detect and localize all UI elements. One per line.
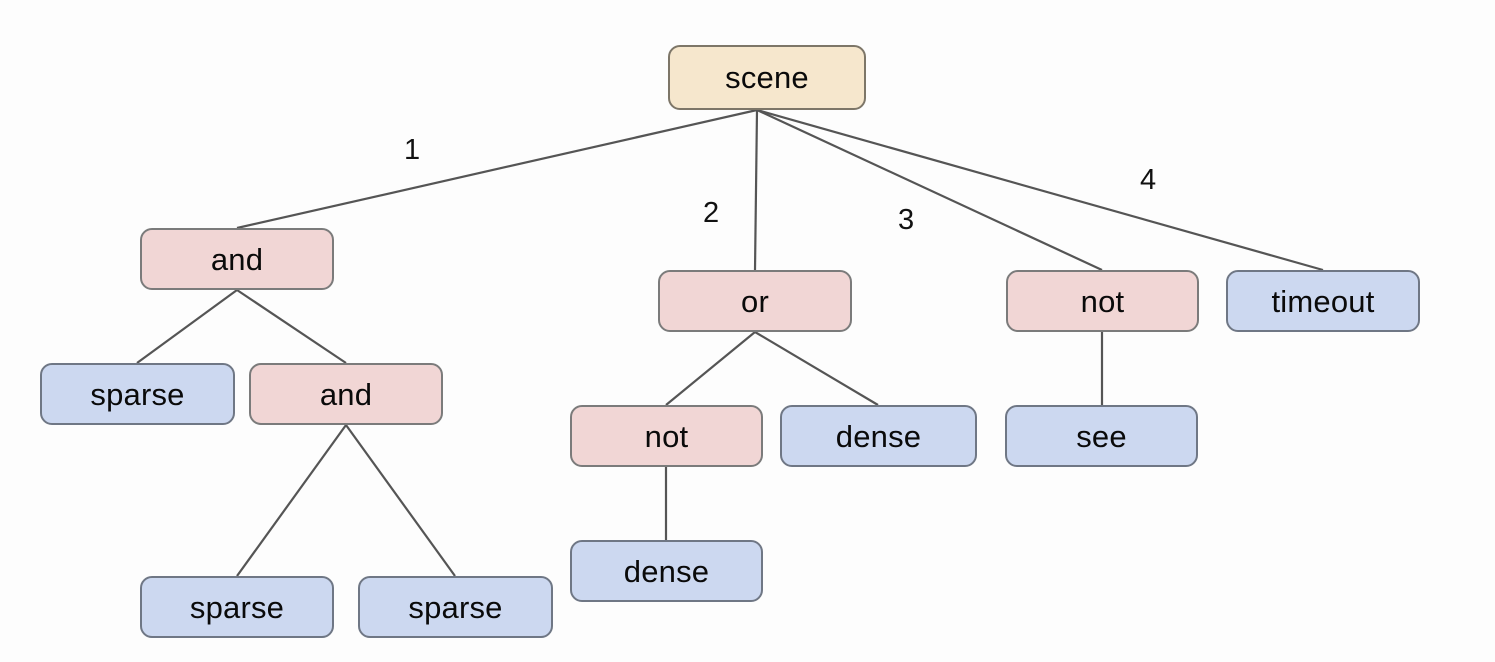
node-and2[interactable]: and [249, 363, 443, 425]
node-and1[interactable]: and [140, 228, 334, 290]
edge-and2-to-sparse3 [345, 424, 456, 577]
edge-label-2: 2 [703, 197, 720, 229]
edge-scene-to-or1 [753, 109, 759, 271]
node-timeout1[interactable]: timeout [1226, 270, 1420, 332]
edge-label-3: 3 [898, 204, 915, 236]
node-or1[interactable]: or [658, 270, 852, 332]
node-sparse3[interactable]: sparse [358, 576, 553, 638]
node-dense1[interactable]: dense [780, 405, 977, 467]
edge-scene-to-timeout1 [756, 108, 1324, 272]
edge-and1-to-and2 [236, 289, 347, 364]
node-sparse1[interactable]: sparse [40, 363, 235, 425]
edge-label-4: 4 [1140, 164, 1157, 196]
node-scene[interactable]: scene [668, 45, 866, 110]
edge-and1-to-sparse1 [136, 289, 238, 364]
edge-and2-to-sparse2 [236, 424, 347, 577]
node-dense2[interactable]: dense [570, 540, 763, 602]
node-see1[interactable]: see [1005, 405, 1198, 467]
node-sparse2[interactable]: sparse [140, 576, 334, 638]
node-not2[interactable]: not [570, 405, 763, 467]
edge-or1-to-dense1 [754, 331, 879, 406]
edge-or1-to-not2 [665, 331, 756, 406]
edge-scene-to-and1 [236, 108, 758, 230]
node-not1[interactable]: not [1006, 270, 1199, 332]
edge-scene-to-not1 [756, 109, 1103, 271]
edge-label-1: 1 [404, 134, 421, 166]
